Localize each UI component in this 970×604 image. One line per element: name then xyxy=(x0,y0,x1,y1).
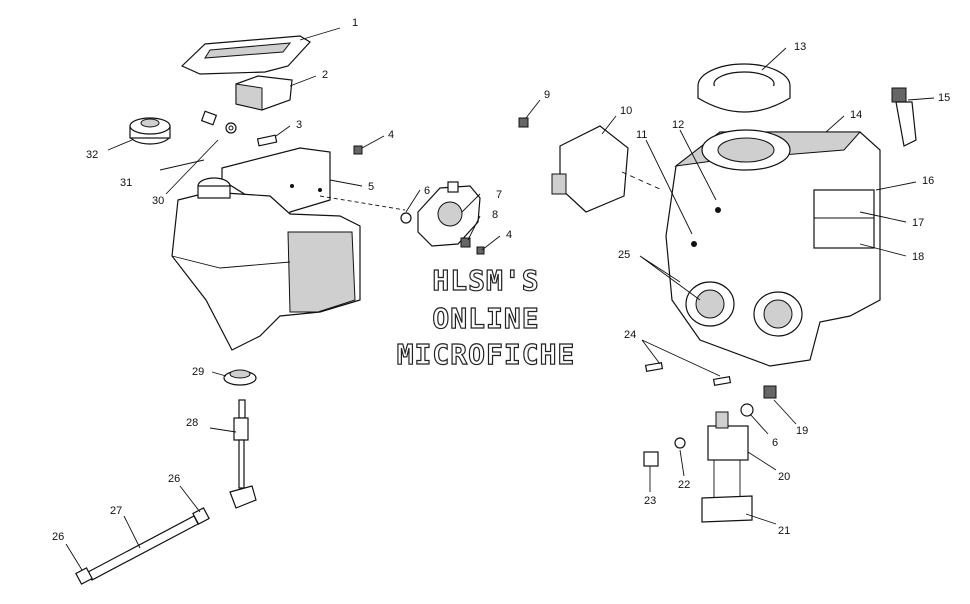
callout-26a: 26 xyxy=(168,473,180,485)
part-filler-cap xyxy=(129,117,171,145)
callout-24: 24 xyxy=(624,329,636,341)
callout-32: 32 xyxy=(86,149,98,161)
watermark-line-3: MICROFICHE xyxy=(397,338,576,371)
callout-12: 12 xyxy=(672,119,684,131)
watermark-line-1: HLSM'S xyxy=(432,264,539,297)
part-pickup-tube xyxy=(229,399,257,509)
part-cover xyxy=(180,35,311,75)
part-coil-bracket xyxy=(701,495,753,523)
callout-17: 17 xyxy=(912,217,924,229)
leader-lines xyxy=(65,27,935,571)
part-oil-tank xyxy=(171,177,361,351)
callout-8: 8 xyxy=(492,209,498,221)
part-ignition-coil xyxy=(707,411,749,510)
part-bolt-24a xyxy=(644,361,664,373)
callout-4a: 4 xyxy=(388,129,394,141)
part-foam-block xyxy=(235,75,293,111)
watermark-line-2: ONLINE xyxy=(432,302,539,335)
part-bolt-23 xyxy=(643,451,659,467)
part-nut-19 xyxy=(763,385,777,399)
callout-10: 10 xyxy=(620,105,632,117)
part-nut xyxy=(353,145,363,155)
part-oil-hose xyxy=(75,507,210,585)
callout-3: 3 xyxy=(296,119,302,131)
part-washer xyxy=(400,212,412,224)
callout-29: 29 xyxy=(192,366,204,378)
part-clip xyxy=(891,87,917,147)
callout-30: 30 xyxy=(152,195,164,207)
callout-2: 2 xyxy=(322,69,328,81)
part-grommet xyxy=(223,369,257,386)
callout-15: 15 xyxy=(938,92,950,104)
callout-6b: 6 xyxy=(772,437,778,449)
callout-19: 19 xyxy=(796,425,808,437)
part-washer-6 xyxy=(740,403,754,417)
callout-25: 25 xyxy=(618,249,630,261)
callout-22: 22 xyxy=(678,479,690,491)
part-washer-22 xyxy=(674,437,686,449)
callout-28: 28 xyxy=(186,417,198,429)
part-screw xyxy=(256,134,278,147)
callout-21: 21 xyxy=(778,525,790,537)
part-cdi-module xyxy=(551,125,629,213)
part-screw-small xyxy=(518,117,529,128)
part-intake-ring xyxy=(697,63,791,113)
callout-14: 14 xyxy=(850,109,862,121)
callout-16: 16 xyxy=(922,175,934,187)
callout-31: 31 xyxy=(120,177,132,189)
callout-9: 9 xyxy=(544,89,550,101)
callout-26b: 26 xyxy=(52,531,64,543)
callout-7: 7 xyxy=(496,189,502,201)
callout-20: 20 xyxy=(778,471,790,483)
part-nut-small xyxy=(476,246,485,255)
part-oil-pump xyxy=(417,181,481,247)
part-airbox xyxy=(665,129,881,367)
part-bolt xyxy=(200,110,237,134)
callout-4b: 4 xyxy=(506,229,512,241)
callout-1: 1 xyxy=(352,17,358,29)
callout-27: 27 xyxy=(110,505,122,517)
callout-23: 23 xyxy=(644,495,656,507)
part-bolt-24b xyxy=(712,375,732,387)
callout-11: 11 xyxy=(636,129,647,141)
callout-6a: 6 xyxy=(424,185,430,197)
callout-13: 13 xyxy=(794,41,806,53)
callout-18: 18 xyxy=(912,251,924,263)
callout-5: 5 xyxy=(368,181,374,193)
part-fitting xyxy=(460,237,471,248)
